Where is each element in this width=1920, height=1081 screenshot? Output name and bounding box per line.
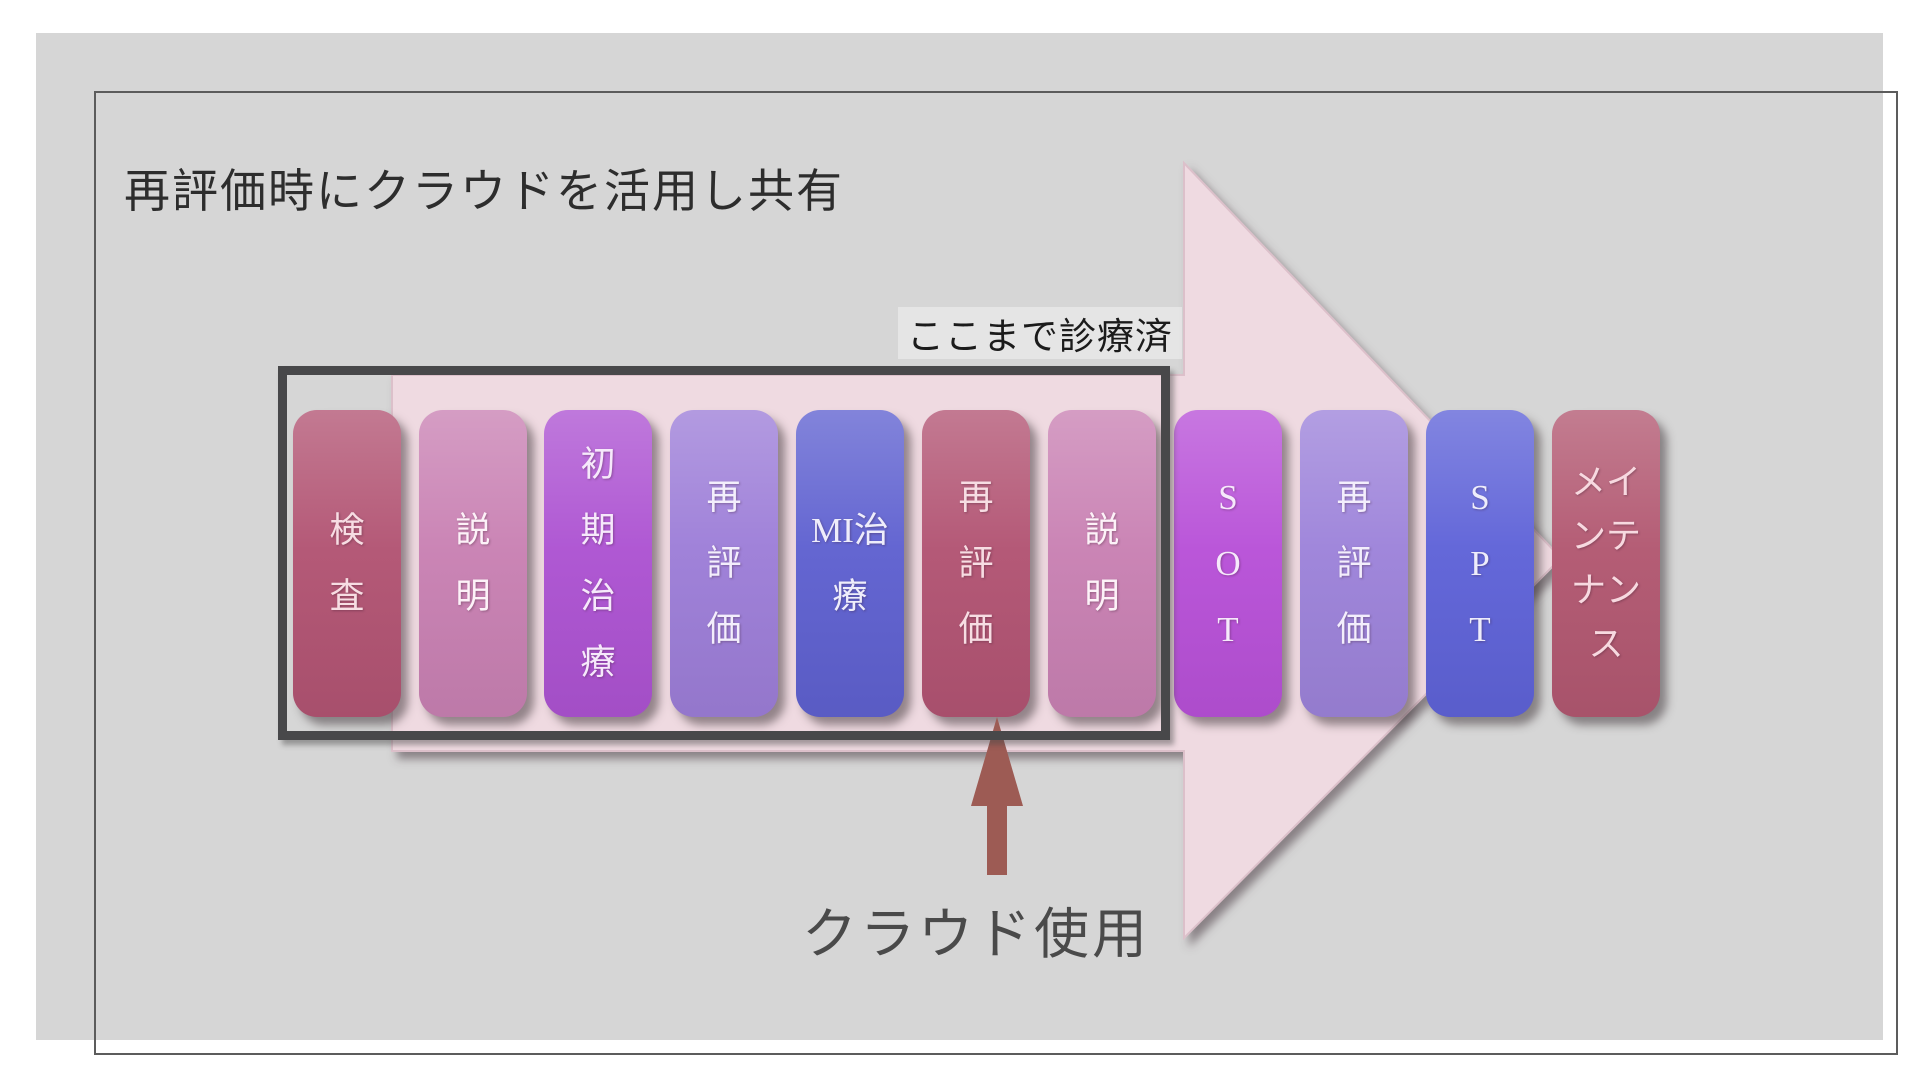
flow-step-label-line: 再 <box>706 477 742 517</box>
slide-title: 再評価時にクラウドを活用し共有 <box>124 165 844 217</box>
flow-step: 検査 <box>293 410 401 717</box>
flow-step-label-line: 初 <box>580 444 616 484</box>
cloud-usage-label: クラウド使用 <box>802 903 1151 965</box>
flow-step: MI治療 <box>796 410 904 717</box>
flow-step-label-line: メイ <box>1570 462 1641 502</box>
flow-step: 初期治療 <box>544 410 652 717</box>
flow-step-label-line: 価 <box>1336 609 1372 649</box>
flow-step: 再評価 <box>670 410 778 717</box>
flow-step-label-line: 検 <box>329 510 365 550</box>
flow-step-label-line: 価 <box>958 609 994 649</box>
flow-step-label-line: 期 <box>580 510 616 550</box>
flow-step-label-line: 査 <box>329 576 365 616</box>
flow-step-label-line: ンテ <box>1570 516 1641 556</box>
flow-step-label-line: S <box>1470 477 1490 517</box>
flow-step-label-line: 明 <box>1084 576 1120 616</box>
flow-step: 再評価 <box>922 410 1030 717</box>
flow-step-label-line: 評 <box>1336 543 1372 583</box>
flow-step-label-line: 療 <box>580 642 616 682</box>
flow-step-label-line: O <box>1215 543 1241 583</box>
flow-step: メインテナンス <box>1552 410 1660 717</box>
treated-label: ここまで診療済 <box>898 307 1182 359</box>
flow-step-label-line: 評 <box>706 543 742 583</box>
flow-step: 再評価 <box>1300 410 1408 717</box>
flow-step: 説明 <box>419 410 527 717</box>
flow-step-label-line: P <box>1470 543 1490 583</box>
flow-step-label-line: 説 <box>1084 510 1120 550</box>
flow-step-label-line: 価 <box>706 609 742 649</box>
flow-step-label-line: 治 <box>580 576 616 616</box>
flow-step-label-line: 療 <box>832 576 868 616</box>
flow-step-label-line: ナン <box>1570 570 1641 610</box>
flow-step-label-line: 再 <box>958 477 994 517</box>
flow-step-label-line: 明 <box>455 576 491 616</box>
flow-step-label-line: ス <box>1588 624 1624 664</box>
flow-step-label-line: T <box>1217 609 1239 649</box>
flow-step-label-line: 説 <box>455 510 491 550</box>
flow-step: 説明 <box>1048 410 1156 717</box>
flow-step-label-line: MI治 <box>811 510 889 550</box>
flow-step-label-line: S <box>1218 477 1238 517</box>
flow-step-label-line: T <box>1469 609 1491 649</box>
flow-step-label-line: 評 <box>958 543 994 583</box>
flow-step-label-line: 再 <box>1336 477 1372 517</box>
